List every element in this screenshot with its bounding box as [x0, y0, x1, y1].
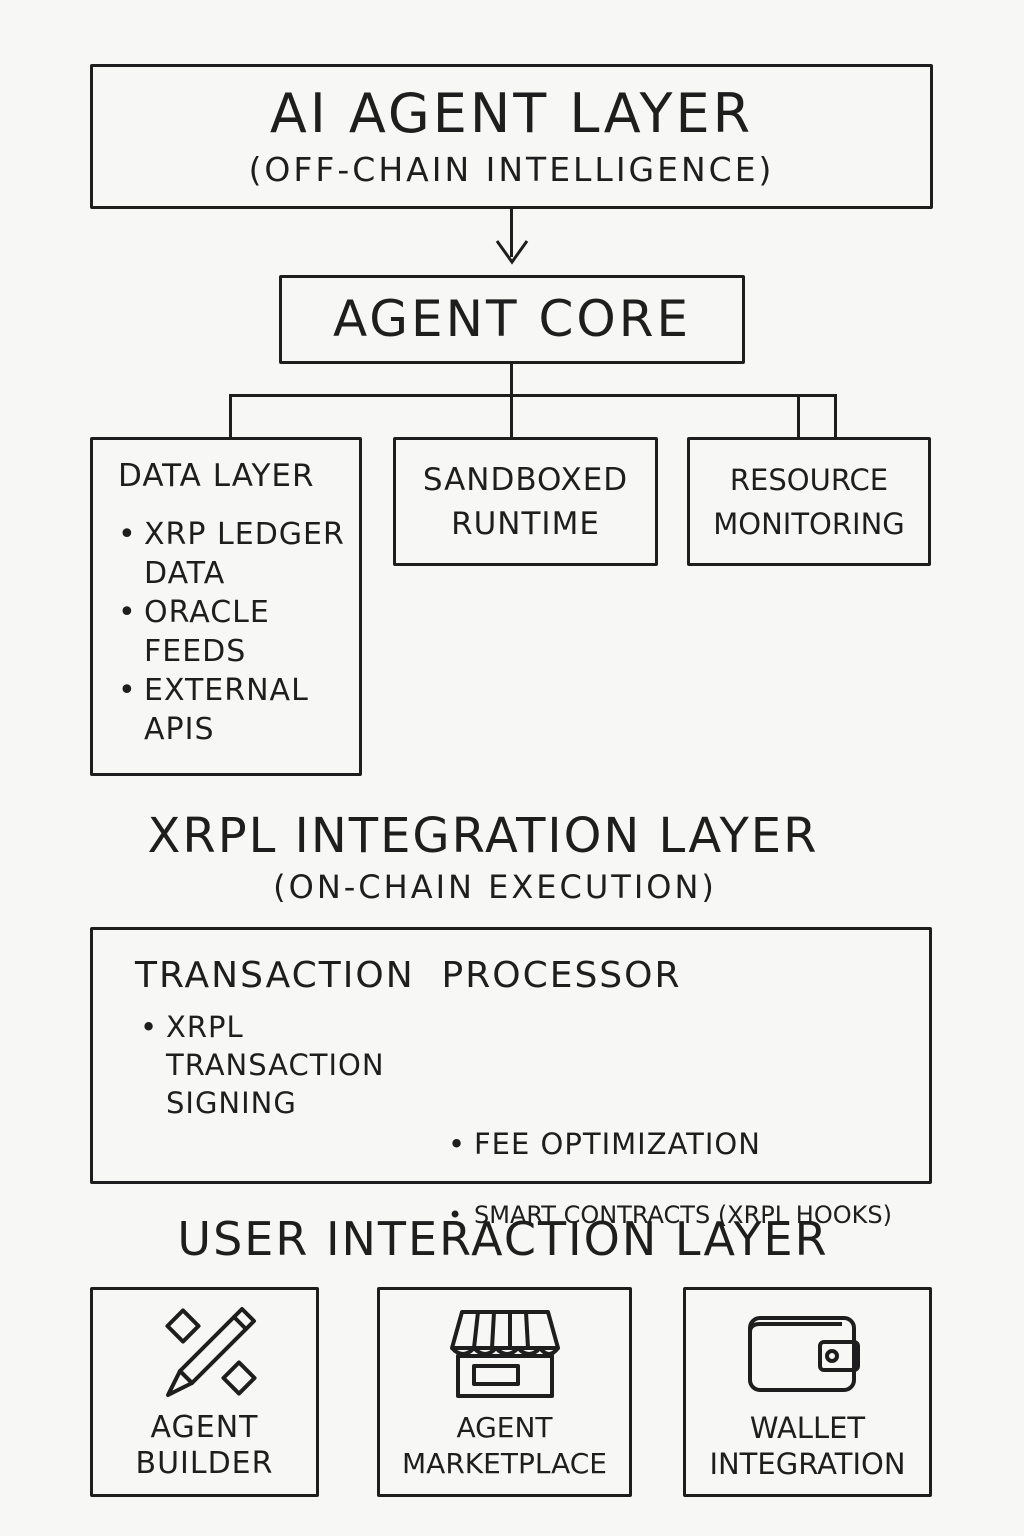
- connector-data-layer: [229, 394, 232, 437]
- data-layer-box: [90, 437, 362, 776]
- agent-builder-label: AGENT BUILDER: [135, 1410, 274, 1481]
- ai-agent-layer-box: [90, 64, 933, 209]
- resource-monitoring-box: [687, 437, 931, 566]
- wallet-icon: [748, 1316, 860, 1392]
- wallet-integration-card: [683, 1287, 932, 1497]
- agent-marketplace-card: [377, 1287, 632, 1497]
- connector-resource-b: [834, 394, 837, 437]
- agent-marketplace-label: AGENT MARKETPLACE: [402, 1411, 607, 1480]
- sandboxed-runtime-box: [393, 437, 658, 566]
- arrow-head-icon: [495, 240, 529, 265]
- ai-agent-layer-subtitle: (OFF-CHAIN INTELLIGENCE): [248, 150, 775, 189]
- ai-agent-layer-title: AI AGENT LAYER: [269, 82, 754, 145]
- arrow-shaft: [510, 209, 513, 257]
- resource-monitoring-label: RESOURCE MONITORING: [713, 463, 905, 541]
- agent-core-box: [279, 275, 745, 364]
- transaction-processor-title: TRANSACTION PROCESSOR: [135, 955, 682, 996]
- connector-horizontal: [229, 394, 837, 397]
- agent-builder-card: [90, 1287, 319, 1497]
- wallet-integration-label: WALLET INTEGRATION: [709, 1411, 906, 1481]
- fee-optimization-item: FEE OPTIMIZATION: [448, 1127, 1024, 1161]
- connector-resource-a: [797, 394, 800, 437]
- data-layer-title: DATA LAYER: [118, 458, 315, 494]
- user-layer-title: USER INTERACTION LAYER: [177, 1212, 829, 1266]
- agent-core-title: AGENT CORE: [332, 290, 692, 348]
- sandboxed-runtime-label: SANDBOXED RUNTIME: [422, 462, 629, 542]
- xrpl-layer-title: XRPL INTEGRATION LAYER: [147, 808, 819, 864]
- xrpl-layer-subtitle: (ON-CHAIN EXECUTION): [273, 868, 717, 906]
- storefront-icon: [450, 1310, 560, 1398]
- connector-core-down: [510, 364, 513, 437]
- transaction-processor-left-item: XRPL TRANSACTION SIGNING: [140, 1008, 1024, 1122]
- pencil-ruler-icon: [165, 1307, 257, 1397]
- smart-contracts-item: SMART CONTRACTS (XRPL HOOKS): [448, 1201, 1024, 1229]
